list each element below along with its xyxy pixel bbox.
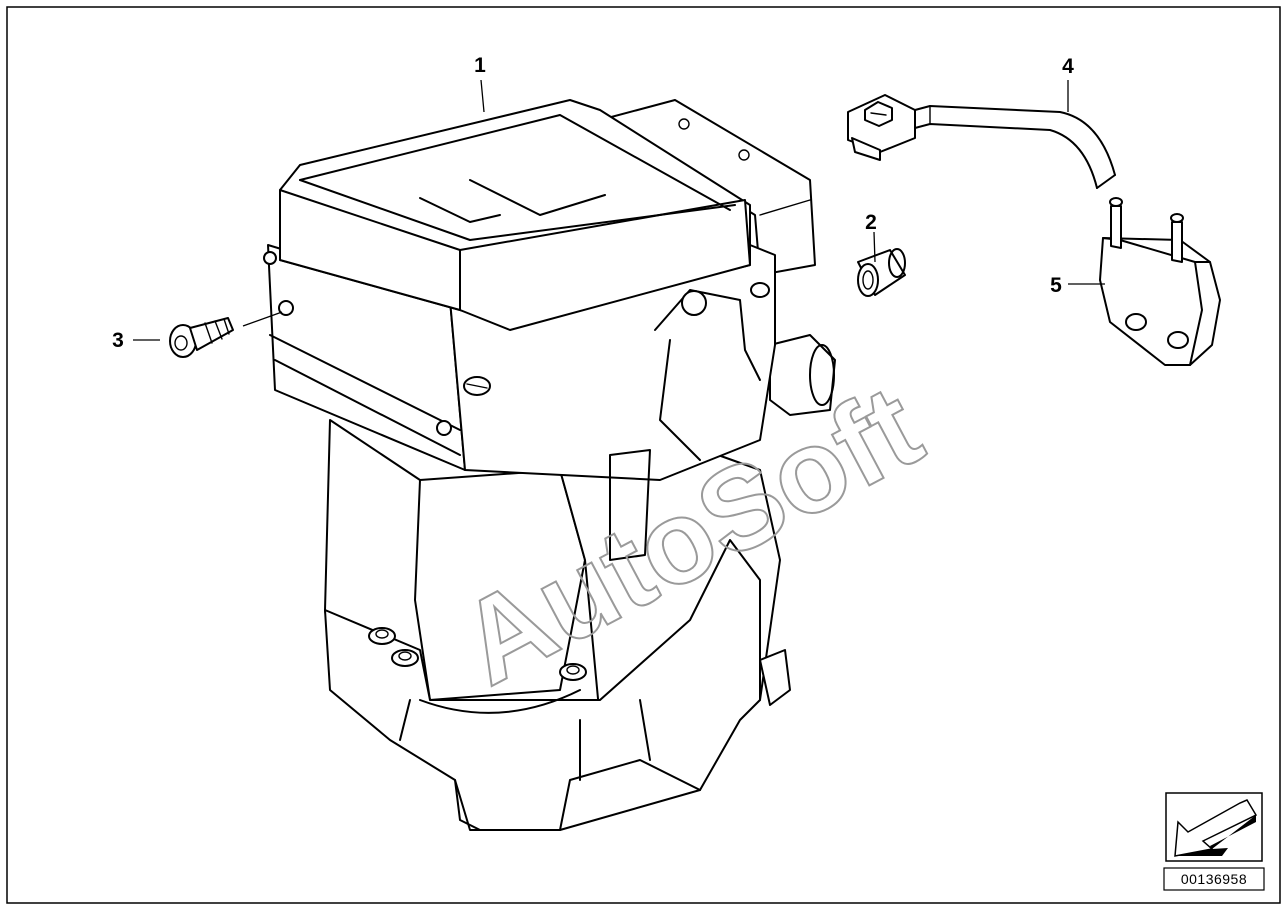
bolt-icon — [368, 627, 587, 681]
catalog-number: 00136958 — [1181, 871, 1247, 887]
callout-5[interactable]: 5 — [1050, 274, 1062, 297]
callout-3[interactable]: 3 — [112, 329, 124, 352]
catalog-number-box — [1163, 867, 1265, 891]
leader-lines — [133, 79, 1105, 341]
callout-4[interactable]: 4 — [1062, 55, 1074, 78]
sensor-cable-drawing — [847, 94, 1116, 189]
sleeve-drawing — [857, 248, 906, 297]
sensor-plate-drawing — [1099, 197, 1221, 366]
callout-1[interactable]: 1 — [474, 54, 486, 77]
screw-drawing — [169, 317, 234, 358]
callout-2[interactable]: 2 — [865, 211, 877, 234]
diagram-frame — [6, 6, 1281, 904]
hydraulic-unit-drawing — [263, 99, 836, 831]
arrow-down-left-icon[interactable] — [1165, 792, 1263, 862]
